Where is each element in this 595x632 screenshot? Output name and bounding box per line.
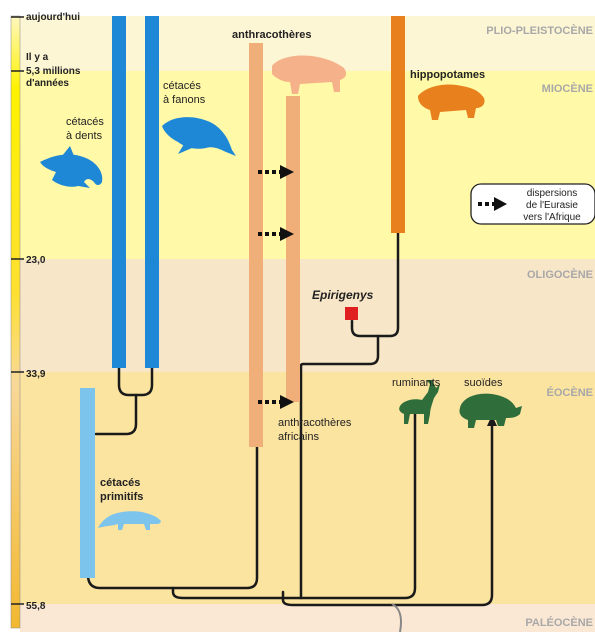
label-toothed-2: à dents [66,130,103,142]
label-t23: 23,0 [26,255,46,266]
bar-toothed-cetaceans [112,16,126,368]
epoch-oligo: OLIGOCÈNE [527,268,593,281]
label-baleen-1: cétacés [163,80,201,92]
legend-line-3: vers l'Afrique [523,212,581,223]
bar-baleen-cetaceans [145,16,159,368]
epoch-eo: ÉOCÈNE [547,386,593,399]
label-ruminants: ruminants [392,377,441,389]
band-mio [20,71,595,259]
label-t55: 55,8 [26,601,46,612]
label-primitive-1: cétacés [100,477,140,489]
label-african-1: anthracothères [278,417,352,429]
bar-anthracotheres-late [286,96,300,402]
bar-hippopotamuses [391,16,405,233]
epoch-mio: MIOCÈNE [542,82,593,95]
label-toothed-1: cétacés [66,116,104,128]
label-primitive-2: primitifs [100,491,143,503]
label-epirigenys: Epirigenys [312,288,374,302]
label-ago-2: 5,3 millions [26,66,81,77]
bar-anthracotheres [249,43,263,447]
label-african-2: africains [278,431,319,443]
legend-line-2: de l'Eurasie [526,200,578,211]
legend-line-1: dispersions [527,188,578,199]
label-t33: 33,9 [26,369,46,380]
label-anthracotheres: anthracothères [232,29,311,41]
band-oligo [20,259,595,372]
band-paleo [20,604,595,632]
label-present: aujourd'hui [26,12,80,23]
epoch-plio: PLIO-PLEISTOCÈNE [486,24,593,37]
label-hippopotamuses: hippopotames [410,69,485,81]
label-ago-3: d'années [26,78,69,89]
epirigenys-marker [345,307,358,320]
label-ago-1: Il y a [26,52,49,63]
bar-primitive-cetaceans [80,388,95,578]
epoch-paleo: PALÉOCÈNE [525,616,593,629]
label-baleen-2: à fanons [163,94,206,106]
time-bar [11,16,20,628]
label-suoides: suoïdes [464,377,503,389]
legend: dispersions de l'Eurasie vers l'Afrique [471,184,595,224]
